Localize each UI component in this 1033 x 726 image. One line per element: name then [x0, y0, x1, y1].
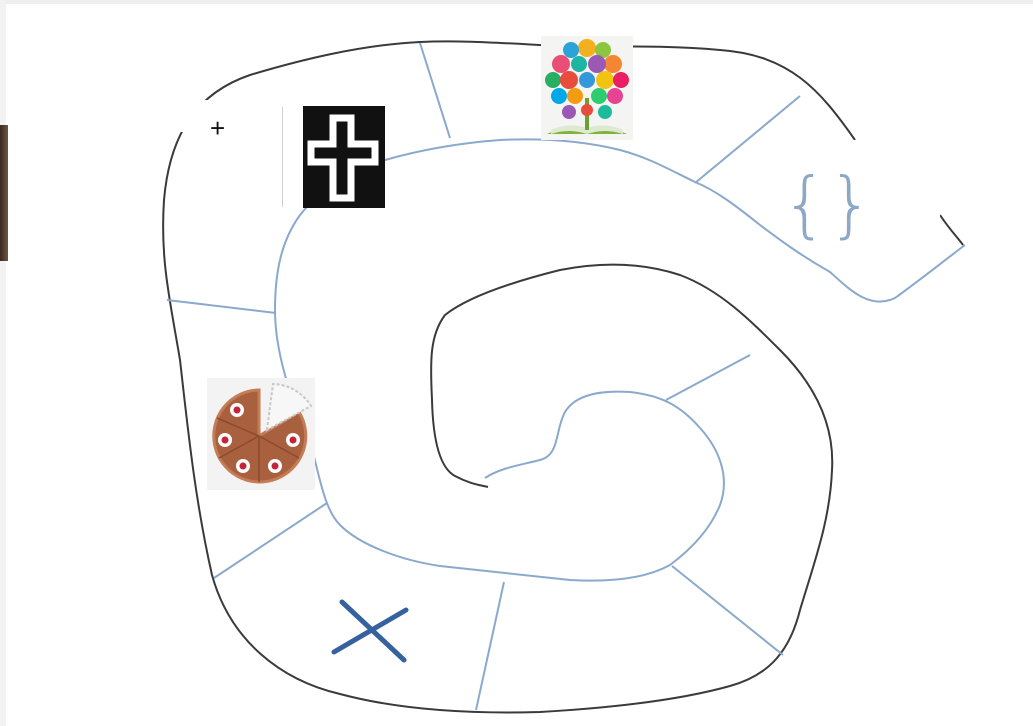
pie-icon: [207, 378, 315, 490]
x-mark-icon: [330, 596, 410, 664]
spoke-divider: [672, 566, 783, 655]
spoke-divider: [420, 43, 450, 138]
cross-icon: [303, 106, 385, 208]
spoke-divider: [167, 300, 276, 313]
outer-tail-outline: [940, 215, 963, 245]
outer-board-outline: [163, 41, 855, 712]
separator-bar: [282, 107, 283, 207]
brace-marker: {}: [782, 164, 874, 244]
spoke-divider: [214, 503, 327, 578]
plus-marker: +: [210, 115, 225, 141]
spoke-divider: [476, 582, 504, 710]
outline-gap-mask: [160, 100, 212, 132]
spoke-divider: [666, 355, 750, 400]
knowledge-tree-icon: [541, 36, 633, 140]
